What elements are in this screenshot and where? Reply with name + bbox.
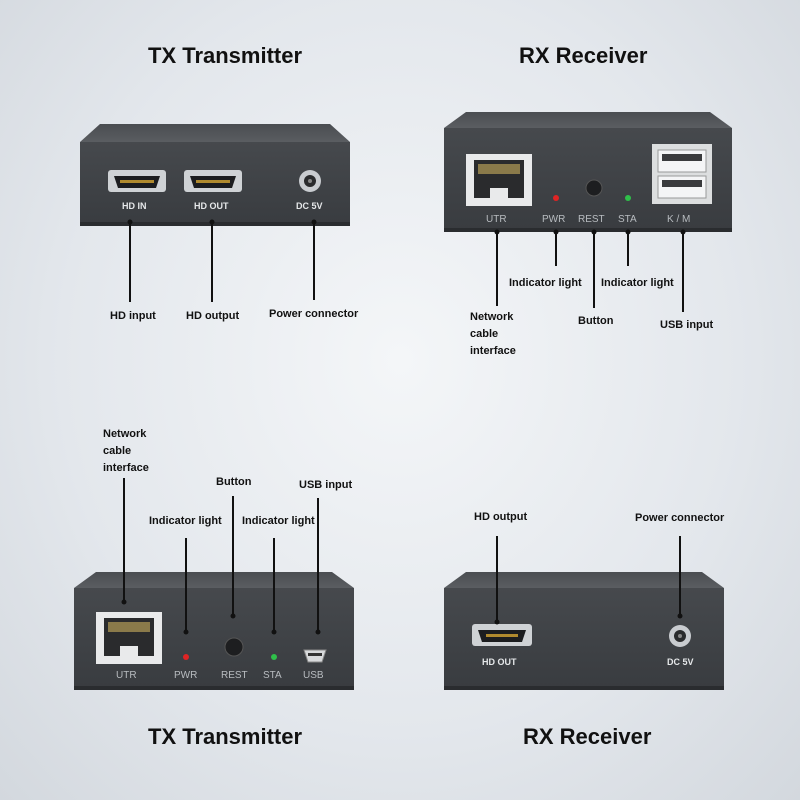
hdmi-port-icon	[108, 170, 166, 192]
callout-indicator-light-pwr: Indicator light	[509, 277, 582, 289]
rest-label: REST	[578, 214, 605, 225]
callout-power-connector: Power connector	[269, 308, 359, 320]
pwr-label: PWR	[542, 214, 565, 225]
led-icon	[553, 195, 559, 201]
button-icon	[585, 179, 603, 197]
rest-label: REST	[221, 670, 248, 681]
callout-network-line1: Network	[103, 428, 147, 440]
callout-power-connector: Power connector	[635, 512, 725, 524]
tx-transmitter-heading-bottom: TX Transmitter	[148, 724, 303, 749]
callout-network-line3: interface	[103, 462, 149, 474]
km-label: K / M	[667, 214, 690, 225]
usb-a-port-icon	[652, 144, 712, 204]
callout-network-line2: cable	[470, 328, 499, 340]
led-icon	[625, 195, 631, 201]
callout-network-line1: Network	[470, 311, 514, 323]
hd-in-label: HD IN	[122, 201, 147, 211]
dc-5v-label: DC 5V	[667, 657, 694, 667]
callout-indicator-light-sta: Indicator light	[242, 515, 315, 527]
rj45-port-icon	[466, 154, 532, 206]
utr-label: UTR	[116, 670, 137, 681]
hd-out-label: HD OUT	[482, 657, 517, 667]
callout-network-cable-interface: Network cable interface	[470, 309, 516, 360]
hd-out-label: HD OUT	[194, 201, 229, 211]
usb-label: USB	[303, 670, 324, 681]
dc-5v-label: DC 5V	[296, 201, 323, 211]
led-icon	[271, 654, 277, 660]
callout-network-cable-interface: Network cable interface	[103, 426, 149, 477]
tx-transmitter-heading-top: TX Transmitter	[148, 43, 303, 68]
callout-button: Button	[578, 315, 614, 327]
callout-indicator-light-pwr: Indicator light	[149, 515, 222, 527]
led-icon	[183, 654, 189, 660]
sta-label: STA	[618, 214, 637, 225]
hdmi-port-icon	[472, 624, 532, 646]
callout-hd-output: HD output	[474, 511, 528, 523]
callout-hd-output: HD output	[186, 310, 240, 322]
callout-button: Button	[216, 476, 252, 488]
mini-usb-port-icon	[303, 649, 327, 663]
dc-jack-icon	[669, 625, 691, 647]
rx-receiver-heading-bottom: RX Receiver	[523, 724, 652, 749]
utr-label: UTR	[486, 214, 507, 225]
callout-usb-input: USB input	[299, 479, 353, 491]
callout-network-line2: cable	[103, 445, 132, 457]
callout-network-line3: interface	[470, 345, 516, 357]
sta-label: STA	[263, 670, 282, 681]
rj45-port-icon	[96, 612, 162, 664]
callout-indicator-light-sta: Indicator light	[601, 277, 674, 289]
dc-jack-icon	[299, 170, 321, 192]
hdmi-port-icon	[184, 170, 242, 192]
button-icon	[224, 637, 244, 657]
callout-hd-input: HD input	[110, 310, 156, 322]
pwr-label: PWR	[174, 670, 197, 681]
callout-usb-input: USB input	[660, 319, 714, 331]
rx-receiver-heading-top: RX Receiver	[519, 43, 648, 68]
